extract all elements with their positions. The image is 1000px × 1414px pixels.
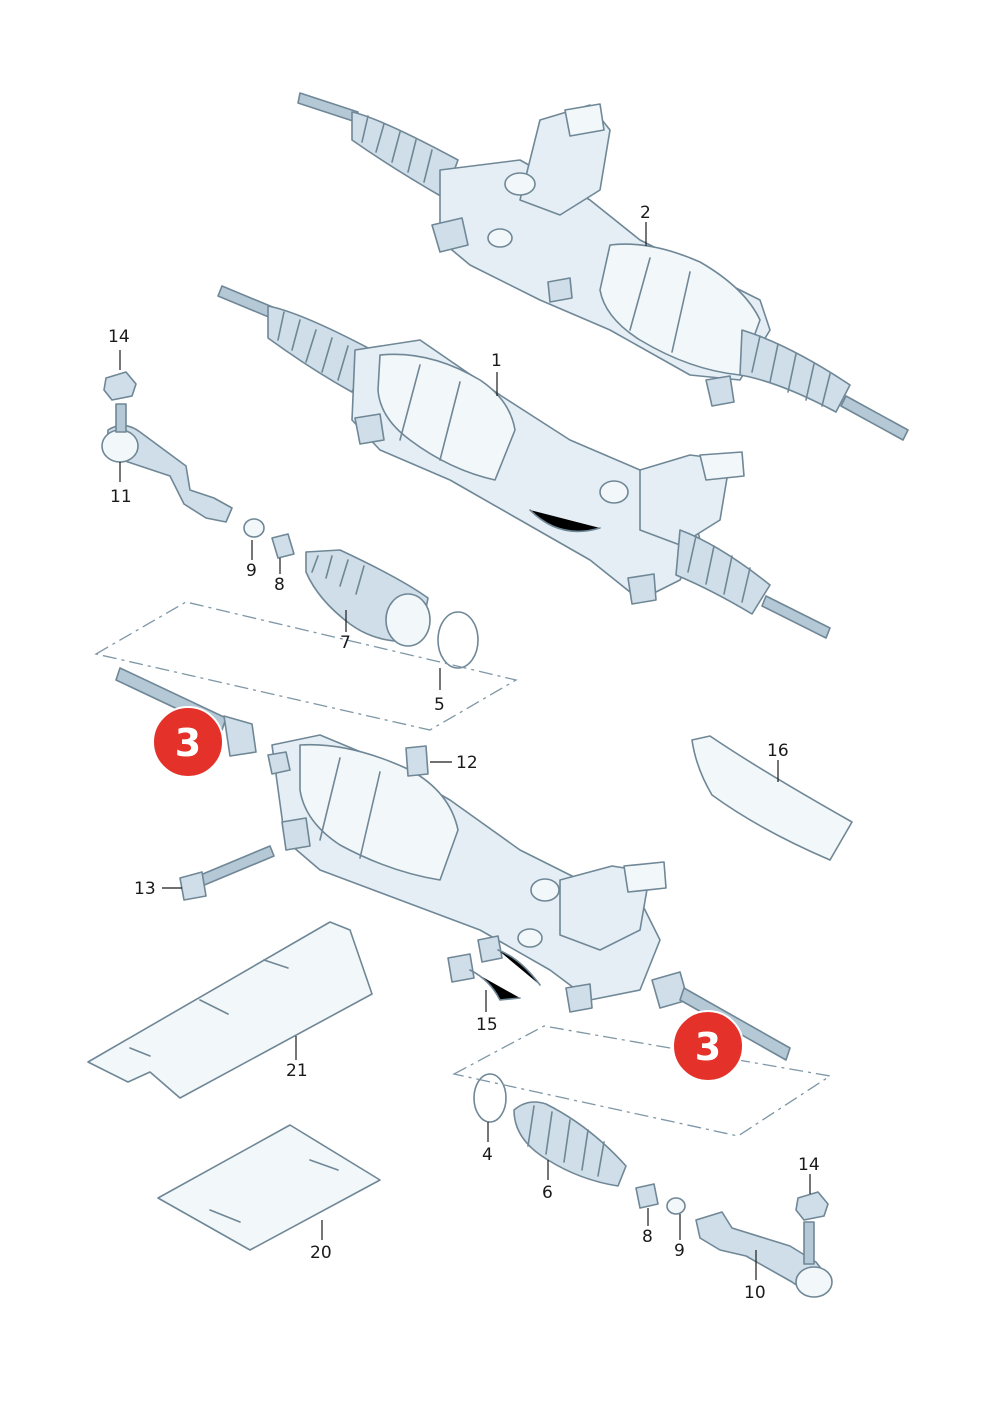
washer-part-9-left[interactable] — [243, 518, 265, 538]
assembly-frame-right — [452, 1025, 832, 1137]
clamp-part-4[interactable] — [473, 1073, 507, 1123]
label-part-15: 15 — [476, 1015, 498, 1035]
label-part-7: 7 — [340, 633, 351, 653]
clamp-part-8-right[interactable] — [635, 1183, 659, 1209]
label-part-2: 2 — [640, 203, 651, 223]
label-part-9-left: 9 — [246, 561, 257, 581]
label-part-4: 4 — [482, 1145, 493, 1165]
badge-number-left: 3 — [175, 721, 201, 765]
boot-part-6[interactable] — [513, 1101, 627, 1187]
steering-rack-part-2[interactable] — [297, 92, 909, 441]
nut-part-14-left[interactable] — [103, 371, 137, 401]
label-part-13: 13 — [134, 879, 156, 899]
clamp-part-8-left[interactable] — [271, 533, 295, 559]
stud-part-10 — [803, 1221, 815, 1265]
leader-lines — [119, 222, 811, 1280]
steering-rack-part-1[interactable] — [217, 285, 831, 639]
label-part-14-left: 14 — [108, 327, 130, 347]
tie-rod-end-part-11[interactable] — [101, 424, 233, 523]
strip-part-16[interactable] — [691, 735, 853, 861]
clip-part-12[interactable] — [405, 745, 429, 777]
label-part-6: 6 — [542, 1183, 553, 1203]
label-part-8-left: 8 — [274, 575, 285, 595]
label-part-8-right: 8 — [642, 1227, 653, 1247]
clamp-part-5[interactable] — [437, 611, 479, 669]
label-part-14-right: 14 — [798, 1155, 820, 1175]
stud-part-11 — [115, 403, 127, 433]
bolt-part-13[interactable] — [179, 845, 275, 901]
label-part-21: 21 — [286, 1061, 308, 1081]
plate-part-21[interactable] — [87, 921, 373, 1099]
wiring-harness-part-15[interactable] — [447, 935, 541, 1001]
highlight-badge-left[interactable]: 3 — [152, 706, 224, 778]
label-part-12: 12 — [456, 753, 478, 773]
plate-part-20[interactable] — [157, 1124, 381, 1251]
label-part-1: 1 — [491, 351, 502, 371]
label-part-9-right: 9 — [674, 1241, 685, 1261]
label-part-16: 16 — [767, 741, 789, 761]
badge-number-right: 3 — [695, 1025, 721, 1069]
label-part-5: 5 — [434, 695, 445, 715]
washer-part-9-right[interactable] — [666, 1197, 686, 1215]
nut-part-14-right[interactable] — [795, 1191, 829, 1221]
tie-rod-end-part-10[interactable] — [695, 1211, 833, 1298]
label-part-20: 20 — [310, 1243, 332, 1263]
boot-part-7[interactable] — [305, 549, 431, 647]
highlight-badge-right[interactable]: 3 — [672, 1010, 744, 1082]
assembly-frame-left — [94, 601, 518, 731]
label-part-11: 11 — [110, 487, 132, 507]
label-part-10: 10 — [744, 1283, 766, 1303]
